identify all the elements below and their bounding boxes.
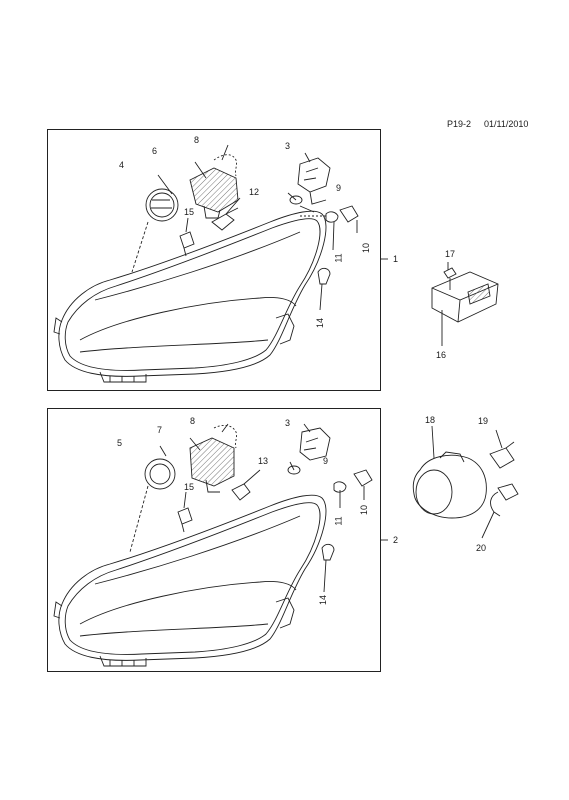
callout-12: 12: [249, 187, 260, 197]
callout-15: 15: [184, 207, 195, 217]
callout-9-b: 9: [323, 456, 329, 466]
callout-14: 14: [315, 317, 326, 329]
callout-7: 7: [157, 425, 163, 435]
callout-14-b: 14: [318, 594, 329, 606]
diagram-date: 01/11/2010: [484, 119, 529, 129]
callout-11-b: 11: [333, 516, 344, 526]
callout-5: 5: [117, 438, 123, 448]
diagram-reference: P19-2: [447, 119, 472, 129]
callout-16: 16: [436, 350, 447, 360]
callout-2: 2: [393, 535, 399, 545]
callout-3: 3: [285, 141, 291, 151]
callout-1: 1: [393, 254, 399, 264]
callout-10-b: 10: [359, 504, 370, 516]
callout-4: 4: [119, 160, 125, 170]
callout-8: 8: [194, 135, 200, 145]
callout-8-b: 8: [190, 416, 196, 426]
callout-3-b: 3: [285, 418, 291, 428]
callout-17: 17: [445, 249, 456, 259]
callout-6: 6: [152, 146, 158, 156]
callout-11: 11: [333, 253, 344, 263]
callout-13: 13: [258, 456, 269, 466]
callout-9: 9: [336, 183, 342, 193]
callout-20: 20: [476, 543, 487, 553]
callout-19: 19: [478, 416, 489, 426]
assembly-frame-1: [47, 129, 381, 391]
callout-10: 10: [361, 242, 372, 254]
callout-15-b: 15: [184, 482, 195, 492]
assembly-frame-2: [47, 408, 381, 672]
callout-18: 18: [425, 415, 436, 425]
